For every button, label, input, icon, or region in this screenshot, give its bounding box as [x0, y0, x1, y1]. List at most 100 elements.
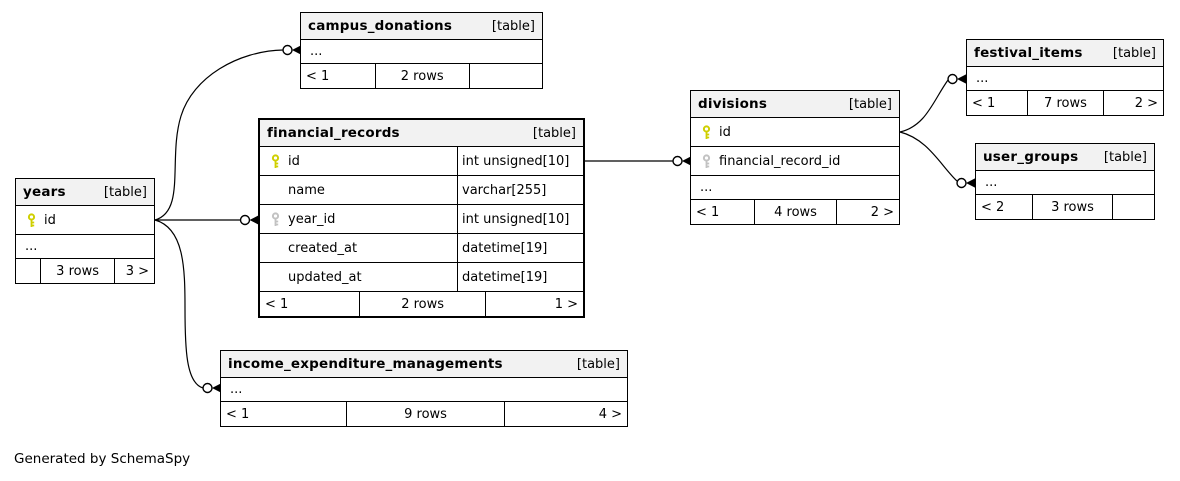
footer-child-count [1113, 195, 1154, 219]
primary-key-icon [691, 124, 717, 140]
column-row-created_at: created_at datetime[19] [260, 234, 583, 263]
footer-row-count: 4 rows [755, 200, 837, 224]
edge-years-income_expenditure_managements [154, 219, 204, 389]
edge-years-campus_donations [154, 49, 284, 221]
footer-child-count: 4 > [598, 406, 622, 422]
table-financial_records: financial_records [table] id int unsigned[1… [258, 118, 585, 318]
table-name[interactable]: festival_items [974, 45, 1083, 61]
table-header: festival_items [table] [967, 40, 1163, 67]
column-name: id [719, 124, 731, 140]
table-name[interactable]: years [23, 184, 66, 200]
column-type: datetime[19] [457, 234, 583, 262]
column-name: id [288, 153, 300, 169]
column-row-id: id [691, 118, 899, 147]
table-name[interactable]: financial_records [267, 125, 400, 141]
footer-row-count: 2 rows [376, 64, 470, 88]
table-type-label: [table] [532, 125, 576, 141]
footer-parent-count: < 1 [691, 200, 756, 224]
footer-child-count: 3 > [125, 263, 149, 279]
footer-parent-count: < 1 [967, 91, 1028, 115]
column-row-id: id [16, 206, 154, 235]
column-type: int unsigned[10] [457, 147, 583, 175]
edge-arrowhead [249, 215, 259, 225]
footer-parent-count: < 1 [221, 402, 347, 426]
footer-row-count: 3 rows [41, 259, 116, 283]
edge-arrowhead [966, 178, 975, 188]
table-type-label: [table] [1112, 45, 1156, 61]
footer-row-count: 7 rows [1028, 91, 1105, 115]
hidden-columns-row: ... [301, 40, 542, 64]
column-name: ... [700, 180, 713, 195]
footer-parent-count: < 2 [976, 195, 1033, 219]
primary-key-icon [16, 212, 42, 228]
primary-key-icon [260, 153, 286, 169]
column-type: varchar[255] [457, 176, 583, 204]
table-footer: 3 rows 3 > [16, 259, 154, 283]
column-row-updated_at: updated_at datetime[19] [260, 263, 583, 292]
footer-parent-count: < 1 [301, 64, 376, 88]
table-type-label: [table] [103, 184, 147, 200]
column-name: id [44, 212, 56, 228]
hidden-columns-row: ... [976, 171, 1154, 195]
column-type: datetime[19] [457, 263, 583, 291]
edge-divisions-festival_items [899, 79, 949, 133]
table-header: financial_records [table] [260, 120, 583, 147]
column-name: created_at [288, 240, 358, 256]
edge-circle-marker [672, 155, 683, 167]
footer-child-count: 2 > [870, 204, 894, 220]
table-name[interactable]: income_expenditure_managements [228, 356, 503, 372]
table-header: divisions[table] [691, 91, 899, 118]
hidden-columns-row: ... [967, 67, 1163, 91]
edge-arrowhead [957, 74, 966, 84]
footer-child-count [470, 64, 542, 88]
footer-row-count: 9 rows [347, 402, 506, 426]
footer-parent-count [16, 259, 41, 283]
table-header: years [table] [16, 179, 154, 206]
edge-arrowhead [212, 383, 221, 393]
footer-child-count: 2 > [1134, 95, 1158, 111]
column-name: ... [976, 71, 989, 86]
edge-circle-marker [202, 382, 213, 394]
column-name: ... [985, 175, 998, 190]
table-divisions: divisions[table] id financial_record_id...… [690, 90, 900, 225]
column-row-financial_record_id: financial_record_id [691, 147, 899, 176]
table-type-label: [table] [1103, 149, 1147, 165]
footer-row-count: 2 rows [360, 292, 487, 316]
table-type-label: [table] [491, 18, 535, 34]
foreign-key-icon [260, 211, 286, 227]
table-type-label: [table] [576, 356, 620, 372]
table-header: user_groups [table] [976, 144, 1154, 171]
table-name[interactable]: campus_donations [308, 18, 453, 34]
column-row-id: id int unsigned[10] [260, 147, 583, 176]
table-header: campus_donations [table] [301, 13, 542, 40]
foreign-key-icon [691, 153, 717, 169]
column-name: financial_record_id [719, 153, 841, 169]
generator-credit: Generated by SchemaSpy [14, 451, 191, 467]
table-header: income_expenditure_managements [table] [221, 351, 627, 378]
edge-divisions-user_groups [899, 131, 958, 182]
column-name: ... [230, 382, 243, 397]
table-name[interactable]: user_groups [983, 149, 1079, 165]
edge-circle-marker [282, 44, 293, 56]
column-name: year_id [288, 211, 336, 227]
edge-circle-marker [956, 177, 967, 189]
edge-circle-marker [239, 214, 251, 226]
footer-parent-count: < 1 [260, 292, 361, 316]
column-name: updated_at [288, 269, 362, 285]
footer-child-count: 1 > [554, 296, 578, 312]
table-name[interactable]: divisions [698, 96, 768, 112]
edge-arrowhead [682, 156, 691, 166]
footer-row-count: 3 rows [1033, 195, 1114, 219]
